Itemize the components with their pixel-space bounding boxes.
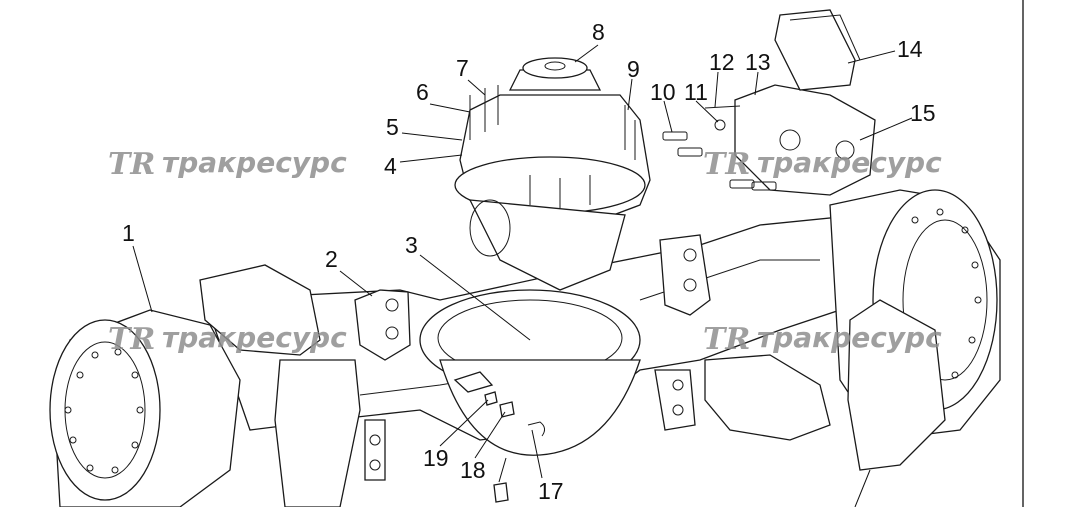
watermark-logo: TR — [703, 147, 750, 182]
callout-8: 8 — [592, 19, 605, 45]
callout-4: 4 — [384, 153, 397, 179]
callout-13: 13 — [745, 49, 771, 75]
watermark-text: тракресурс — [162, 146, 347, 179]
left-dust-shield — [274, 359, 361, 507]
callout-12: 12 — [709, 49, 735, 75]
small-fasteners — [453, 371, 546, 503]
callout-18: 18 — [460, 457, 486, 483]
watermark-bottom-left: TR тракресурс — [108, 321, 347, 357]
watermark-text: тракресурс — [162, 321, 347, 354]
spring-bracket-right — [654, 234, 711, 431]
callout-19: 19 — [423, 445, 449, 471]
drive-flange — [522, 57, 588, 79]
brake-pads — [774, 9, 856, 91]
callout-14: 14 — [897, 36, 923, 62]
callout-2: 2 — [325, 246, 338, 272]
callout-15: 15 — [910, 100, 936, 126]
brake-caliper-assembly — [662, 9, 876, 196]
watermark-top-left: TR тракресурс — [108, 146, 347, 182]
watermark-text: тракресурс — [757, 321, 942, 354]
watermark-logo: TR — [108, 322, 155, 357]
callout-labels: 1 2 3 4 5 6 7 8 9 10 11 12 13 14 15 17 1… — [122, 19, 936, 504]
leader-lines — [132, 44, 913, 507]
callout-5: 5 — [386, 114, 399, 140]
left-wheel-hub — [49, 264, 321, 507]
callout-1: 1 — [122, 220, 135, 246]
callout-10: 10 — [650, 79, 676, 105]
spring-bracket-left — [354, 289, 411, 481]
callout-3: 3 — [405, 232, 418, 258]
differential-carrier — [454, 57, 651, 291]
watermark-bottom-right: TR тракресурс — [703, 321, 942, 357]
watermark-logo: TR — [108, 147, 155, 182]
callout-7: 7 — [456, 55, 469, 81]
watermark-top-right: TR тракресурс — [703, 146, 942, 182]
callout-17: 17 — [538, 478, 564, 504]
callout-6: 6 — [416, 79, 429, 105]
right-wheel-hub — [704, 189, 1001, 471]
callout-11: 11 — [684, 79, 708, 105]
callout-9: 9 — [627, 56, 640, 82]
ring-gear — [468, 199, 626, 291]
watermark-logo: TR — [703, 322, 750, 357]
watermark-text: тракресурс — [757, 146, 942, 179]
